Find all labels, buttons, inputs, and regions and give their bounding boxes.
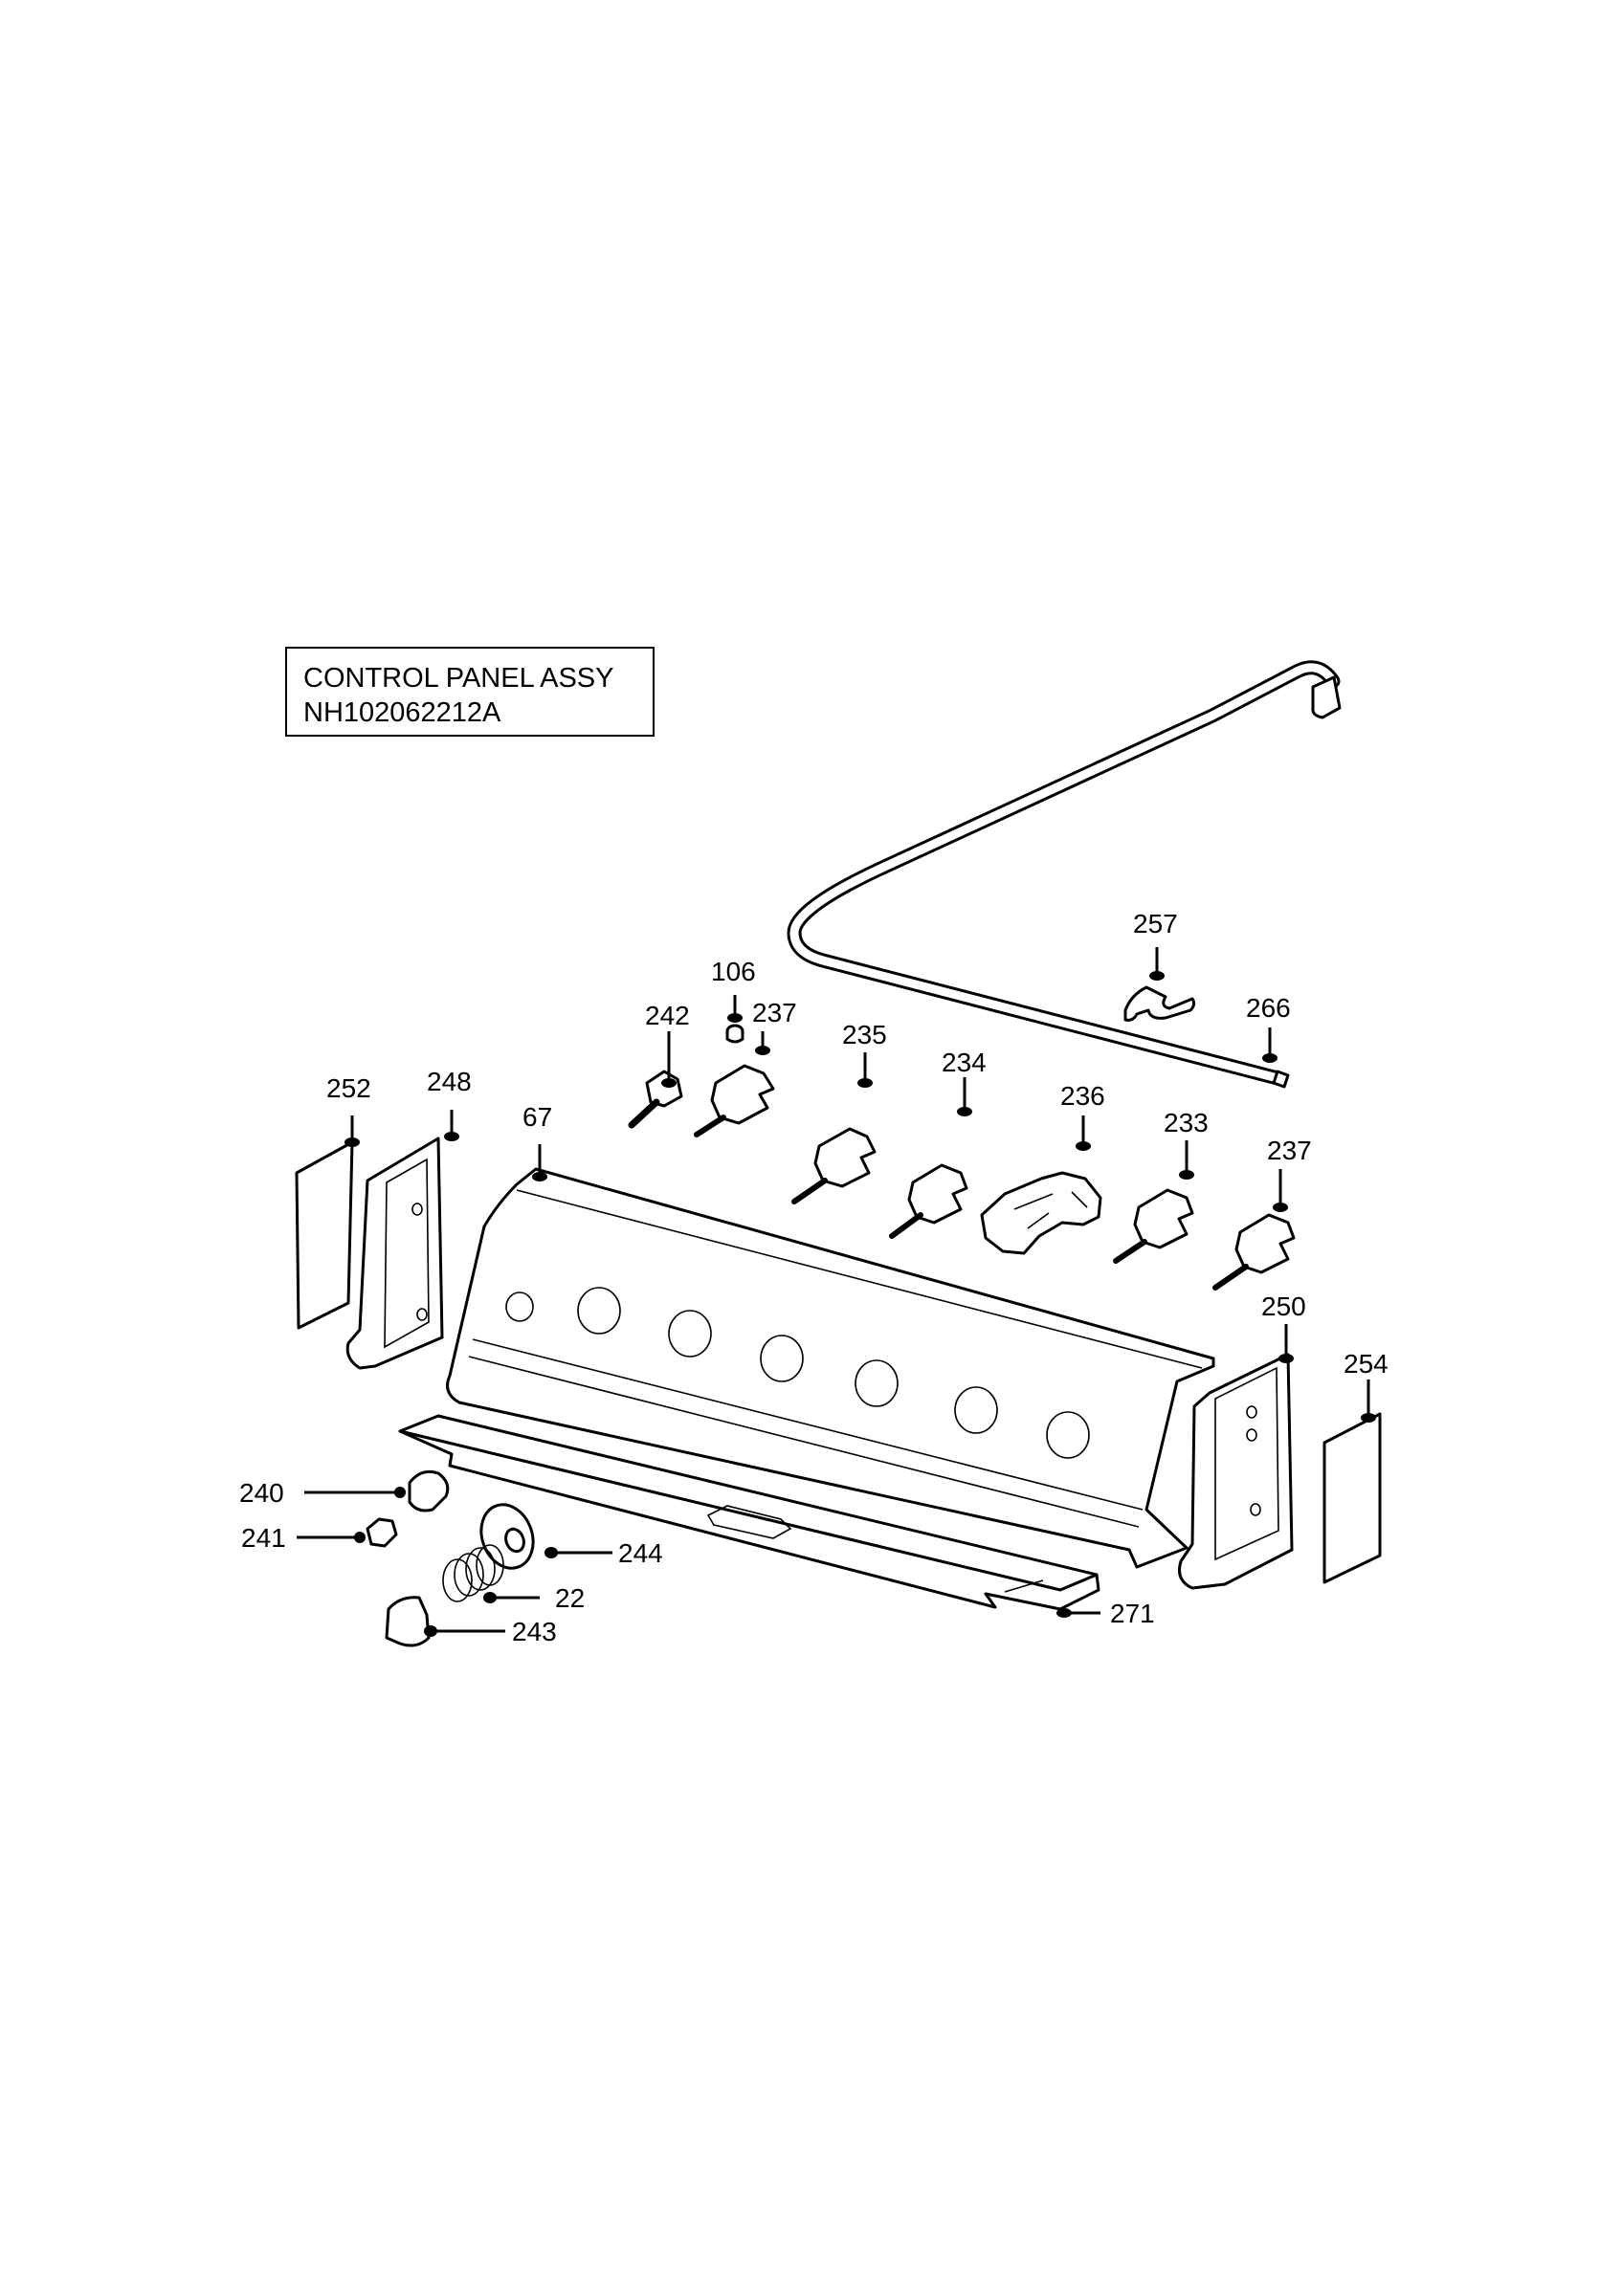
callout-250: 250 bbox=[1261, 1292, 1306, 1321]
callout-252: 252 bbox=[326, 1073, 371, 1103]
panel-hole-2 bbox=[577, 1287, 621, 1335]
knob-insert-241 bbox=[366, 1517, 398, 1548]
valve-237a bbox=[694, 1064, 775, 1137]
callout-241: 241 bbox=[241, 1523, 286, 1553]
title-box: CONTROL PANEL ASSY NH102062212A bbox=[285, 647, 655, 737]
callout-248: 248 bbox=[427, 1067, 472, 1096]
pipe-clip bbox=[1123, 985, 1196, 1022]
panel-hole-7 bbox=[1046, 1411, 1090, 1459]
panel-hole-6 bbox=[954, 1386, 998, 1434]
knob-cap-240 bbox=[408, 1469, 450, 1512]
callout-237b: 237 bbox=[1267, 1136, 1312, 1165]
callout-240: 240 bbox=[239, 1478, 284, 1508]
side-bracket-right bbox=[1178, 1353, 1294, 1590]
control-panel-strip bbox=[398, 1414, 1100, 1611]
knob-243 bbox=[385, 1596, 431, 1647]
callout-257: 257 bbox=[1133, 909, 1178, 938]
callout-22: 22 bbox=[555, 1583, 585, 1613]
panel-hole-4 bbox=[760, 1335, 804, 1382]
panel-hole-3 bbox=[668, 1310, 712, 1358]
valve-237b bbox=[1212, 1213, 1296, 1291]
nut bbox=[725, 1024, 744, 1044]
control-panel bbox=[446, 1167, 1215, 1569]
callout-dots bbox=[344, 971, 1376, 1637]
callout-237a: 237 bbox=[752, 998, 797, 1027]
callout-67: 67 bbox=[522, 1102, 552, 1132]
callout-235: 235 bbox=[842, 1020, 887, 1049]
callout-242: 242 bbox=[645, 1001, 690, 1030]
knob-disc-244 bbox=[479, 1503, 535, 1570]
title-line-1: CONTROL PANEL ASSY bbox=[303, 663, 614, 694]
side-bracket-left bbox=[345, 1137, 444, 1370]
valve-233 bbox=[1113, 1188, 1194, 1264]
valve-234 bbox=[889, 1163, 968, 1239]
callout-labels: 257 266 106 242 237 235 234 236 233 237 … bbox=[239, 909, 1389, 1646]
callout-106: 106 bbox=[711, 957, 756, 986]
gas-pipe bbox=[787, 660, 1342, 1089]
panel-hole-1 bbox=[505, 1292, 534, 1322]
callout-254: 254 bbox=[1344, 1349, 1389, 1379]
side-cover-right bbox=[1322, 1412, 1382, 1584]
valve-242 bbox=[628, 1070, 683, 1129]
side-cover-left bbox=[295, 1140, 354, 1330]
callout-244: 244 bbox=[618, 1538, 663, 1568]
callout-234: 234 bbox=[942, 1048, 987, 1077]
callout-243: 243 bbox=[512, 1617, 557, 1646]
valve-235 bbox=[791, 1127, 877, 1204]
callout-233: 233 bbox=[1164, 1108, 1209, 1137]
spring-22 bbox=[442, 1544, 504, 1602]
callout-266: 266 bbox=[1246, 993, 1291, 1023]
valve-236 bbox=[980, 1171, 1102, 1255]
title-line-2: NH102062212A bbox=[303, 697, 501, 728]
leader-lines bbox=[297, 947, 1370, 1633]
callout-271: 271 bbox=[1110, 1599, 1155, 1628]
callout-236: 236 bbox=[1060, 1081, 1105, 1111]
panel-hole-5 bbox=[855, 1359, 899, 1407]
